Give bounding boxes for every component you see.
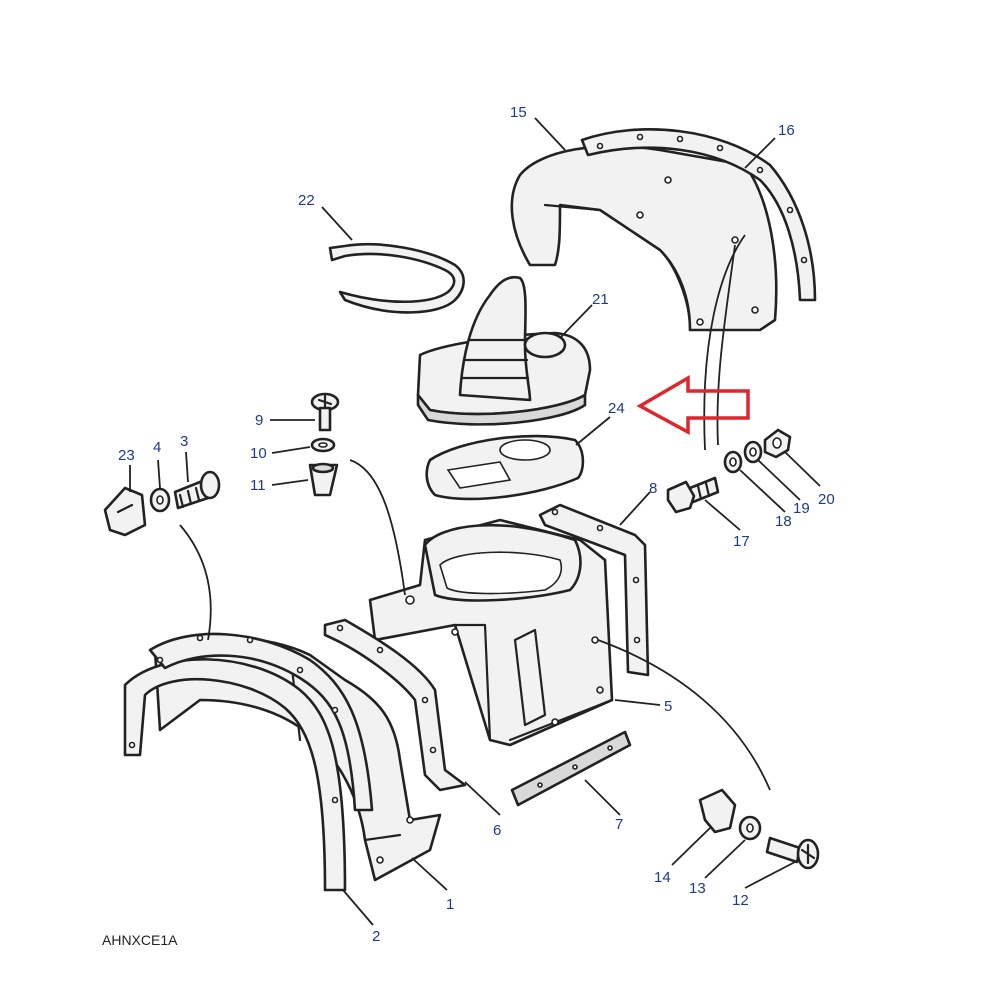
callout-22: 22	[298, 192, 315, 209]
gaiter-retainer-plate	[425, 434, 585, 501]
callout-18: 18	[775, 513, 792, 530]
washer-13	[738, 815, 762, 841]
callout-21: 21	[592, 291, 609, 308]
callout-12: 12	[732, 892, 749, 909]
callout-leaders	[129, 117, 821, 926]
assembly-guide-lines	[179, 234, 771, 791]
callout-4: 4	[153, 439, 161, 456]
callout-16: 16	[778, 122, 795, 139]
callout-2: 2	[372, 928, 380, 945]
clip-14	[698, 788, 737, 834]
callout-14: 14	[654, 869, 671, 886]
callout-15: 15	[510, 104, 527, 121]
sealing-strip	[510, 730, 632, 807]
upper-tunnel-gasket	[580, 128, 817, 302]
lower-gasket	[323, 618, 467, 792]
highlight-arrow	[636, 374, 750, 435]
clip-23	[103, 486, 147, 537]
callout-3: 3	[180, 433, 188, 450]
washer-18	[723, 450, 743, 474]
callout-6: 6	[493, 822, 501, 839]
callout-labels: 15 16 22 21 24 9 10 11 23 4 3 8 17 18 19…	[118, 104, 835, 945]
callout-10: 10	[250, 445, 267, 462]
gear-lever-housing	[368, 518, 614, 747]
screw-9	[310, 392, 340, 432]
nut-11	[308, 462, 339, 497]
screw-3	[173, 470, 221, 510]
callout-23: 23	[118, 447, 135, 464]
callout-8: 8	[649, 480, 657, 497]
callout-17: 17	[733, 533, 750, 550]
callout-1: 1	[446, 896, 454, 913]
retaining-strap	[328, 242, 465, 314]
screw-12	[765, 836, 820, 870]
callout-19: 19	[793, 500, 810, 517]
drawing-reference-code: AHNXCE1A	[102, 932, 178, 948]
callout-13: 13	[689, 880, 706, 897]
washer-19	[743, 440, 763, 464]
upper-tunnel-cover	[510, 144, 778, 332]
nut-20	[763, 428, 792, 459]
side-gasket	[538, 503, 650, 677]
washer-4	[149, 487, 171, 513]
callout-20: 20	[818, 491, 835, 508]
callout-24: 24	[608, 400, 625, 417]
washer-10	[310, 437, 336, 453]
gear-lever-gaiter	[416, 275, 592, 426]
callout-11: 11	[250, 477, 266, 494]
lower-tunnel-gasket	[123, 632, 374, 892]
callout-7: 7	[615, 816, 623, 833]
callout-5: 5	[664, 698, 672, 715]
bolt-17	[666, 476, 720, 514]
callout-9: 9	[255, 412, 263, 429]
